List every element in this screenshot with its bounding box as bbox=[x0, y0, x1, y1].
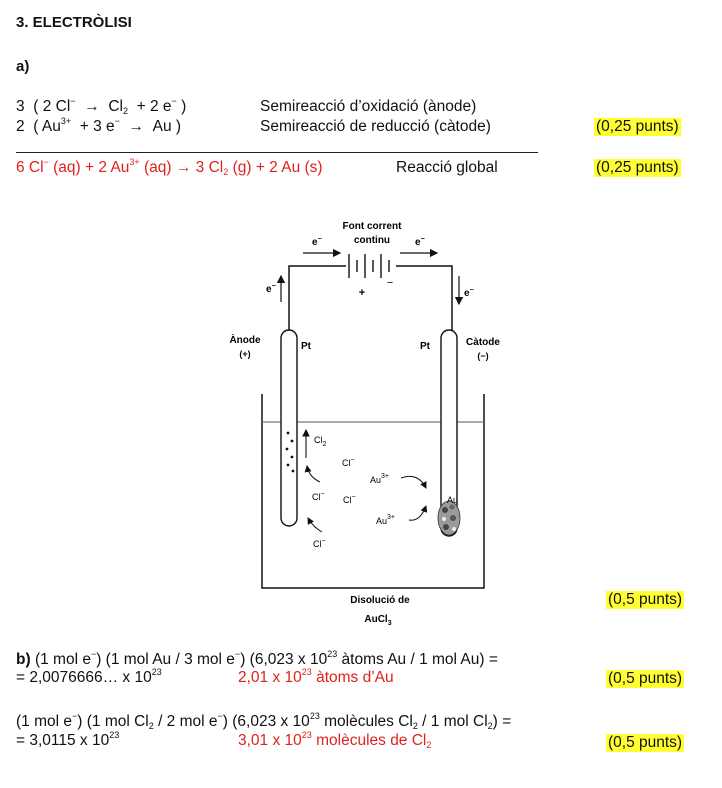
result-molecules: 3,01 x 1023 molècules de Cl2 bbox=[238, 730, 432, 750]
cathode-pt-label: Pt bbox=[420, 341, 431, 352]
points-badge: (0,25 punts) bbox=[594, 159, 681, 177]
electron-label: e− bbox=[464, 287, 474, 299]
beaker bbox=[261, 394, 485, 589]
gold-deposit bbox=[437, 500, 461, 536]
battery-plus: + bbox=[359, 287, 365, 299]
anode-pt-label: Pt bbox=[301, 341, 312, 352]
solution-formula: AuCl3 bbox=[364, 614, 391, 627]
points-badge: (0,5 punts) bbox=[606, 670, 685, 688]
battery-icon bbox=[348, 254, 390, 278]
electron-label: e− bbox=[312, 236, 322, 248]
global-description: Reacció global bbox=[396, 159, 498, 176]
reduction-description: Semireacció de reducció (càtode) bbox=[260, 118, 491, 135]
chloride-ion: Cl− bbox=[312, 491, 325, 502]
sum-line bbox=[16, 152, 538, 153]
svg-text:Font corrent: Font corrent bbox=[343, 221, 403, 232]
calculation-atoms-value: = 2,0076666… x 1023 bbox=[16, 667, 162, 687]
part-a-label: a) bbox=[16, 58, 30, 75]
section-title: 3. ELECTRÒLISI bbox=[16, 14, 132, 31]
anode-label: Ànode bbox=[229, 333, 261, 346]
result-atoms: 2,01 x 1023 àtoms d’Au bbox=[238, 667, 394, 687]
cathode-label: Càtode bbox=[466, 337, 500, 348]
points-badge: (0,5 punts) bbox=[606, 591, 685, 609]
circuit-wire bbox=[288, 265, 453, 330]
points-badge: (0,25 punts) bbox=[594, 118, 681, 136]
power-source-label: Font corrent continu bbox=[343, 221, 403, 246]
gold-ion: Au3+ bbox=[376, 514, 395, 526]
calculation-molecules: (1 mol e−) (1 mol Cl2 / 2 mol e−) (6,023… bbox=[16, 711, 512, 731]
battery-minus: − bbox=[387, 277, 393, 289]
solution-label: Disolució de bbox=[350, 595, 410, 606]
gold-metal-label: Au bbox=[447, 495, 458, 505]
electron-label: e− bbox=[266, 283, 276, 295]
electron-label: e− bbox=[415, 236, 425, 248]
points-badge: (0,5 punts) bbox=[606, 734, 685, 752]
cl2-label: Cl2 bbox=[314, 435, 327, 448]
oxidation-half-reaction: 3 ( 2 Cl− → Cl2 + 2 e− ) bbox=[16, 96, 187, 116]
chloride-ion: Cl− bbox=[313, 538, 326, 549]
chloride-ion: Cl− bbox=[343, 494, 356, 505]
cathode-sign: (−) bbox=[477, 351, 488, 361]
anode-sign: (+) bbox=[239, 349, 250, 359]
svg-text:continu: continu bbox=[354, 235, 390, 246]
ion-migration-arrow bbox=[304, 465, 321, 483]
calculation-atoms: b) (1 mol e−) (1 mol Au / 3 mol e−) (6,0… bbox=[16, 649, 498, 669]
gold-ion: Au3+ bbox=[370, 473, 389, 485]
gas-bubbles bbox=[285, 431, 295, 473]
oxidation-description: Semireacció d’oxidació (ànode) bbox=[260, 98, 477, 115]
ion-migration-arrow bbox=[307, 517, 323, 533]
chloride-ion: Cl− bbox=[342, 457, 355, 468]
ion-migration-arrow bbox=[400, 475, 427, 489]
calculation-molecules-value: = 3,0115 x 1023 bbox=[16, 730, 120, 750]
ion-migration-arrow bbox=[408, 505, 428, 521]
reduction-half-reaction: 2 ( Au3+ + 3 e− → Au ) bbox=[16, 116, 182, 136]
anode-electrode bbox=[280, 329, 298, 527]
cathode-electrode bbox=[440, 329, 458, 537]
global-reaction: 6 Cl− (aq) + 2 Au3+ (aq) → 3 Cl2 (g) + 2… bbox=[16, 157, 323, 177]
